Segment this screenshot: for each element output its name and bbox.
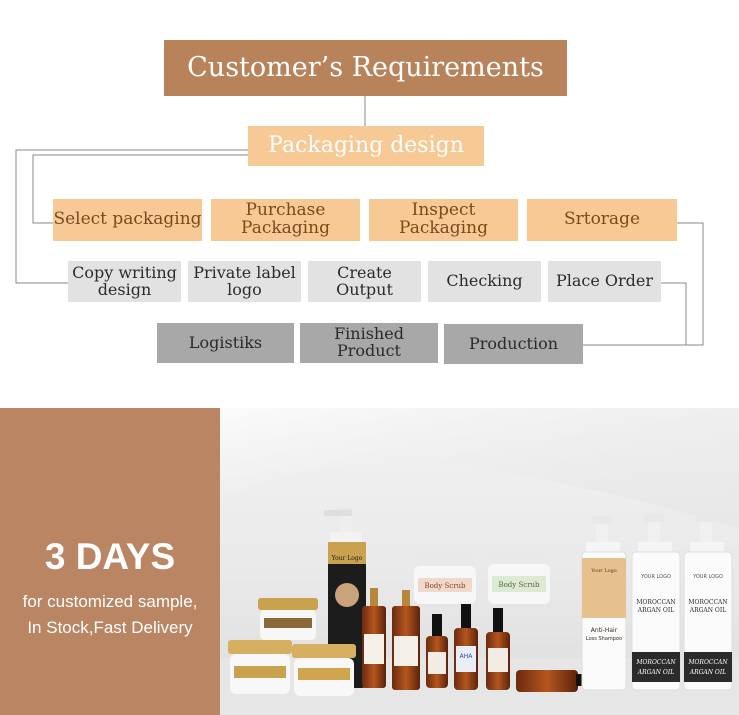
promo-line-2: In Stock,Fast Delivery — [27, 618, 193, 637]
connector-lines — [15, 96, 704, 346]
product-photo: Your Logo — [220, 408, 739, 715]
svg-text:ARGAN OIL: ARGAN OIL — [637, 607, 674, 614]
gold-jar-small — [258, 598, 318, 640]
finished-product-box: Finished Product — [300, 323, 438, 363]
dropper-bottle-3 — [486, 608, 510, 690]
customer-requirements-title: Customer’s Requirements — [164, 40, 567, 96]
checking-box: Checking — [428, 261, 541, 302]
three-days-headline: 3 DAYS — [44, 536, 176, 577]
place-order-box: Place Order — [548, 261, 661, 302]
product-lineup-illustration: Your Logo — [220, 408, 739, 715]
moroccan-argan-oil-bottle-2: YOUR LOGO MOROCCAN ARGAN OIL MOROCCAN AR… — [683, 514, 733, 691]
svg-text:Body Scrub: Body Scrub — [498, 581, 540, 589]
gold-jar-right — [292, 644, 356, 696]
purchase-packaging-box: Purchase Packaging — [211, 199, 360, 241]
anti-hair-loss-shampoo: Your Logo Anti-Hair Loss Shampoo — [581, 516, 627, 691]
select-packaging-box: Select packaging — [53, 199, 202, 241]
svg-text:Loss Shampoo: Loss Shampoo — [586, 636, 622, 642]
svg-text:MOROCCAN: MOROCCAN — [688, 599, 727, 606]
production-box: Production — [444, 324, 583, 364]
svg-text:ARGAN OIL: ARGAN OIL — [637, 669, 674, 676]
promo-banner: 3 DAYS for customized sample, In Stock,F… — [0, 408, 739, 715]
svg-text:ARGAN OIL: ARGAN OIL — [689, 607, 726, 614]
svg-text:MOROCCAN: MOROCCAN — [635, 659, 676, 666]
promo-line-1: for customized sample, — [22, 592, 198, 611]
private-label-logo-box: Private label logo — [188, 261, 301, 302]
svg-text:YOUR LOGO: YOUR LOGO — [692, 574, 723, 580]
create-output-box: Create Output — [308, 261, 421, 302]
moroccan-argan-oil-bottle-1: YOUR LOGO MOROCCAN ARGAN OIL MOROCCAN AR… — [631, 514, 681, 691]
svg-text:MOROCCAN: MOROCCAN — [636, 599, 675, 606]
copy-writing-design-box: Copy writing design — [68, 261, 181, 302]
svg-text:Body Scrub: Body Scrub — [424, 582, 466, 590]
body-scrub-jar-1: Body Scrub — [414, 554, 476, 604]
promo-panel: 3 DAYS for customized sample, In Stock,F… — [0, 408, 220, 715]
amber-spray-bottle-1 — [362, 588, 386, 688]
svg-text:Your Logo: Your Logo — [331, 555, 363, 562]
logistics-box: Logistiks — [157, 323, 294, 363]
amber-spray-bottle-2 — [392, 590, 420, 690]
dropper-bottle-1 — [426, 614, 448, 688]
svg-text:MOROCCAN: MOROCCAN — [687, 659, 728, 666]
storage-box: Srtorage — [527, 199, 677, 241]
svg-text:YOUR LOGO: YOUR LOGO — [640, 574, 671, 580]
svg-text:Anti-Hair: Anti-Hair — [591, 627, 618, 634]
inspect-packaging-box: Inspect Packaging — [369, 199, 518, 241]
body-scrub-jar-2: Body Scrub — [488, 552, 550, 604]
svg-text:ARGAN OIL: ARGAN OIL — [689, 669, 726, 676]
gold-jar-left — [228, 640, 292, 694]
packaging-design-box: Packaging design — [248, 126, 484, 166]
dropper-bottle-aha: AHA — [454, 604, 478, 690]
svg-text:Your Logo: Your Logo — [590, 568, 617, 574]
svg-text:AHA: AHA — [460, 653, 474, 660]
